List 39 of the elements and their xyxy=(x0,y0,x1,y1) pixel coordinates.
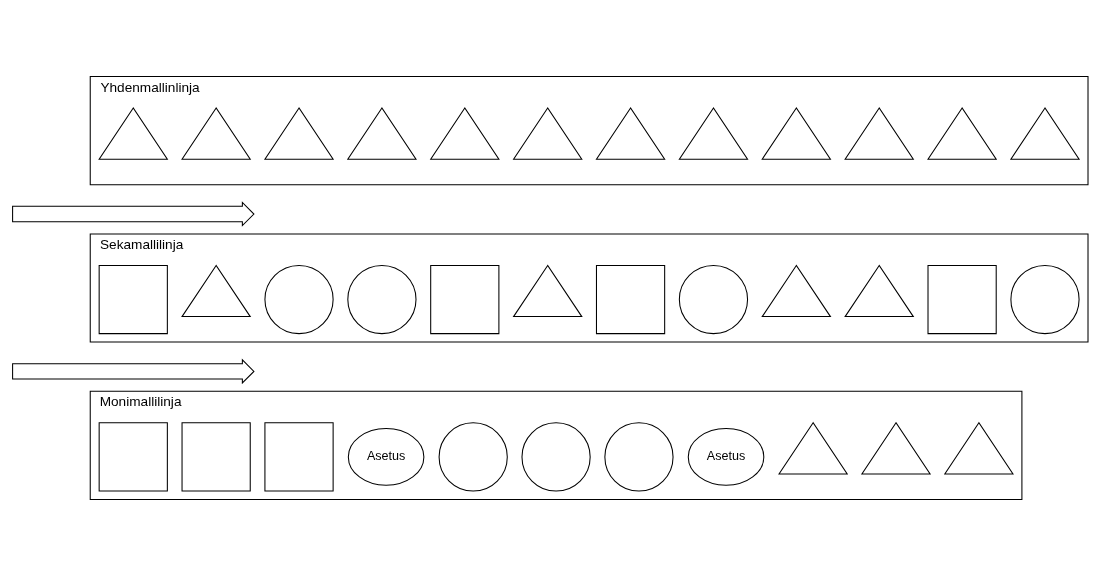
node-circle xyxy=(678,264,749,335)
node-box xyxy=(98,422,168,492)
node-triangle xyxy=(181,107,252,160)
node-box xyxy=(181,422,251,492)
node-triangle xyxy=(429,107,500,160)
node-ellipse: Asetus xyxy=(347,428,425,486)
node-triangle xyxy=(778,421,849,475)
node-triangle xyxy=(98,107,169,160)
node-triangle xyxy=(512,107,583,160)
node-ellipse: Asetus xyxy=(687,428,765,486)
node-circle xyxy=(521,422,591,492)
node-triangle xyxy=(595,107,666,160)
node-triangle xyxy=(761,264,832,318)
node-arrow xyxy=(12,358,255,385)
node-triangle xyxy=(263,107,335,160)
node-circle xyxy=(347,264,417,335)
node-triangle xyxy=(678,107,749,160)
node-triangle xyxy=(181,264,252,318)
node-triangle xyxy=(943,421,1014,475)
node-box xyxy=(927,264,997,335)
node-box xyxy=(264,422,334,492)
node-triangle xyxy=(761,107,832,160)
node-box xyxy=(430,264,500,335)
node-circle xyxy=(604,422,674,492)
cluster: Sekamallilinja xyxy=(89,233,1089,343)
node-circle xyxy=(438,422,508,492)
node-triangle xyxy=(1009,107,1081,160)
cluster: Yhdenmallinlinja xyxy=(89,76,1089,186)
node-triangle xyxy=(346,107,417,160)
node-triangle xyxy=(512,264,583,318)
node-circle xyxy=(264,264,334,335)
node-triangle xyxy=(844,107,915,160)
node-triangle xyxy=(844,264,915,318)
node-box xyxy=(595,264,666,335)
node-triangle xyxy=(927,107,998,160)
node-triangle xyxy=(860,421,932,475)
node-arrow xyxy=(12,201,255,227)
node-box xyxy=(98,264,168,335)
node-circle xyxy=(1010,264,1080,335)
